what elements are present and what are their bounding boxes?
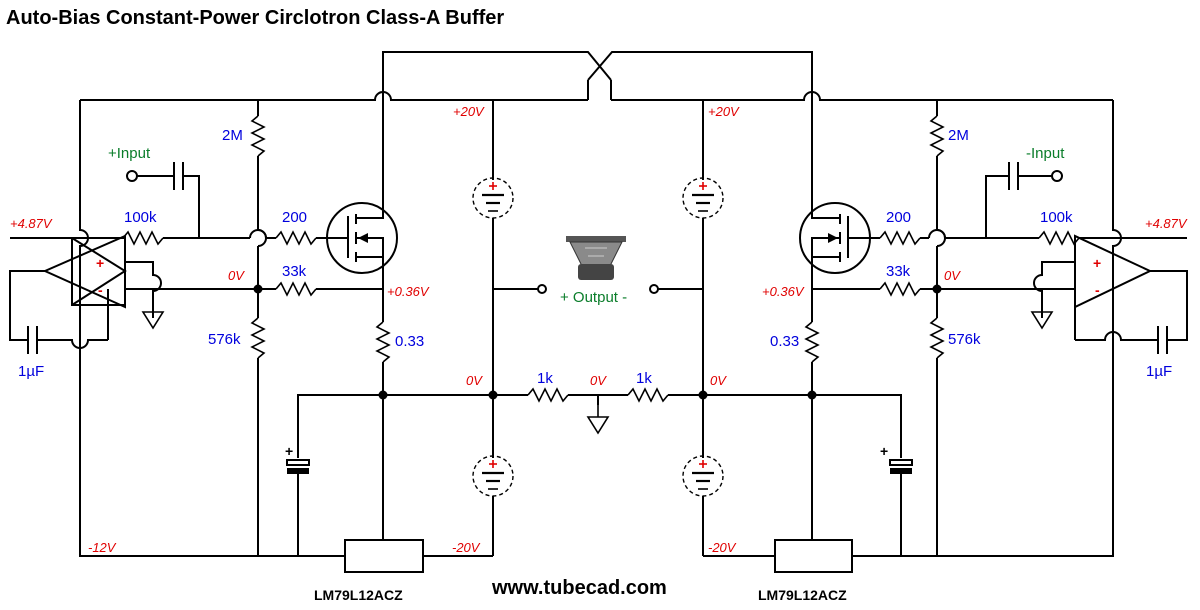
resistor-033-left	[376, 321, 390, 363]
speaker-icon	[566, 236, 626, 280]
resistor-2m-right	[930, 115, 944, 157]
opamp-right-minus: -	[1095, 282, 1100, 298]
voltage-right-487: +4.87V	[1145, 216, 1188, 231]
label-33k-left: 33k	[282, 263, 307, 280]
voltage-left-neg20: -20V	[452, 540, 481, 555]
resistor-576k-right	[930, 317, 944, 359]
resistor-200-left	[275, 231, 317, 245]
label-576k-right: 576k	[948, 331, 981, 348]
voltage-center-0v: 0V	[590, 373, 607, 388]
resistor-200-right	[879, 231, 921, 245]
input-right-label: -Input	[1026, 145, 1065, 162]
cap-left-plus: +	[285, 443, 293, 459]
resistor-100k-left	[122, 231, 164, 245]
resistor-33k-right	[879, 282, 921, 296]
label-33k-right: 33k	[886, 263, 911, 280]
label-033-right: 0.33	[770, 333, 799, 350]
resistor-576k-left	[251, 317, 265, 359]
circlotron-crossover	[80, 51, 1113, 101]
resistor-100k-right	[1038, 231, 1080, 245]
opamp-left-minus: -	[98, 282, 103, 298]
output-label: + Output -	[560, 289, 627, 306]
regulator-left-label: LM79L12ACZ	[314, 587, 403, 603]
label-1uf-right: 1µF	[1146, 363, 1172, 380]
diagram-title: Auto-Bias Constant-Power Circlotron Clas…	[6, 7, 504, 29]
resistor-033-right	[805, 321, 819, 363]
input-left-label: +Input	[108, 145, 151, 162]
voltage-right-036: +0.36V	[762, 284, 805, 299]
label-100k-right: 100k	[1040, 209, 1073, 226]
resistor-2m-left	[251, 115, 265, 157]
voltage-right-pos20: +20V	[708, 104, 740, 119]
label-1k-left: 1k	[537, 370, 553, 387]
battery-left-top	[471, 176, 515, 220]
label-2m-right: 2M	[948, 127, 969, 144]
mosfet-right	[799, 202, 871, 274]
battery-right-top	[681, 176, 725, 220]
voltage-right-0v-node: 0V	[944, 268, 961, 283]
label-576k-left: 576k	[208, 331, 241, 348]
label-033-left: 0.33	[395, 333, 424, 350]
regulator-right-label: LM79L12ACZ	[758, 587, 847, 603]
label-200-left: 200	[282, 209, 307, 226]
label-1k-right: 1k	[636, 370, 652, 387]
resistor-1k-right	[627, 388, 669, 402]
battery-left-bottom	[471, 454, 515, 498]
voltage-right-neg20: -20V	[708, 540, 737, 555]
left-channel: + - + LM79L12ACZ	[9, 100, 628, 603]
opamp-left-plus: +	[96, 255, 104, 271]
mosfet-left	[326, 202, 398, 274]
label-100k-left: 100k	[124, 209, 157, 226]
right-channel: + - + LM79L12ACZ	[627, 100, 1188, 603]
footer-website: www.tubecad.com	[491, 577, 667, 599]
ground-center	[587, 404, 609, 434]
voltage-left-036: +0.36V	[387, 284, 430, 299]
voltage-left-neg12: -12V	[88, 540, 117, 555]
resistor-1k-left	[527, 388, 569, 402]
opamp-right-plus: +	[1093, 255, 1101, 271]
label-2m-left: 2M	[222, 127, 243, 144]
regulator-left	[344, 539, 424, 573]
voltage-left-0v-node: 0V	[228, 268, 245, 283]
voltage-left-0v: 0V	[466, 373, 483, 388]
label-1uf-left: 1µF	[18, 363, 44, 380]
regulator-right	[774, 539, 853, 573]
resistor-33k-left	[275, 282, 317, 296]
voltage-left-487: +4.87V	[10, 216, 53, 231]
label-200-right: 200	[886, 209, 911, 226]
voltage-left-pos20: +20V	[453, 104, 485, 119]
voltage-right-0v: 0V	[710, 373, 727, 388]
cap-right-plus: +	[880, 443, 888, 459]
battery-right-bottom	[681, 454, 725, 498]
